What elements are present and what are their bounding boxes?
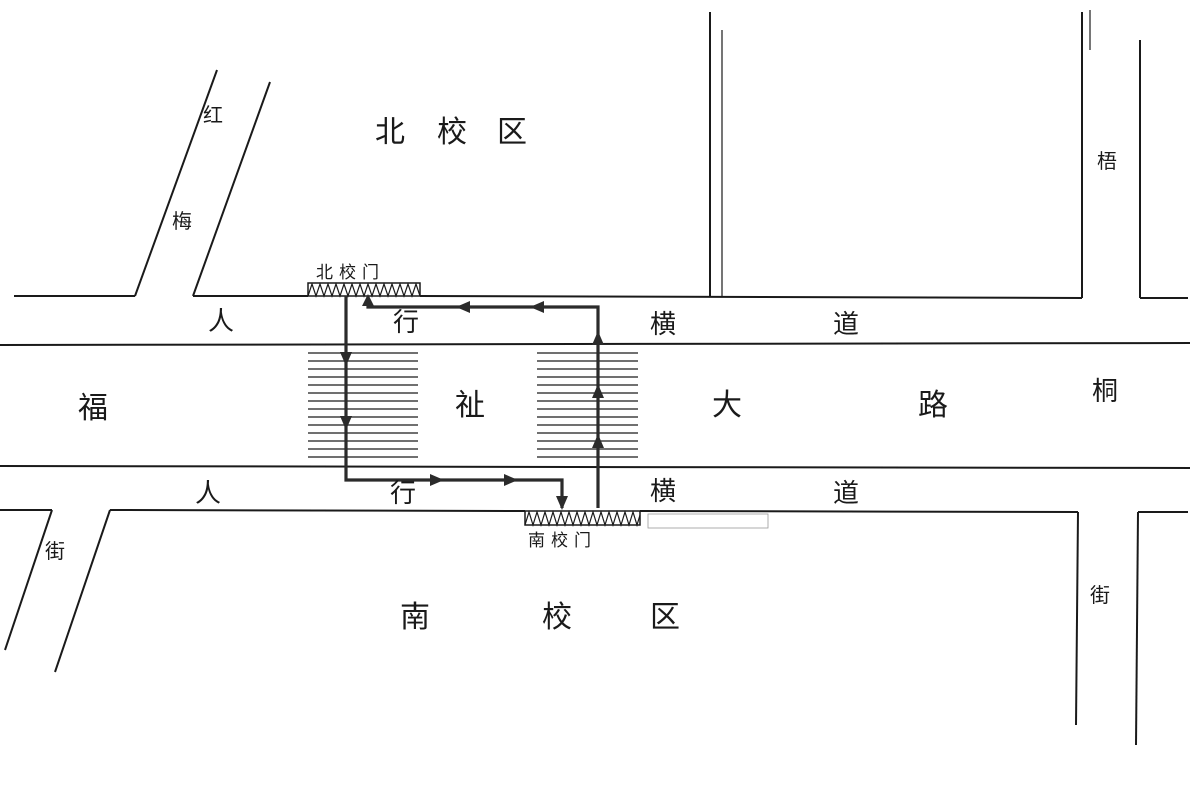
arrow-up-1 bbox=[592, 434, 604, 448]
north-sidewalk-char-4: 道 bbox=[833, 310, 859, 340]
route-arrows bbox=[340, 294, 604, 510]
south-sidewalk-char-3: 横 bbox=[650, 477, 676, 507]
south-sidewalk-char-4: 道 bbox=[833, 479, 859, 509]
north-sidewalk-char-3: 横 bbox=[650, 310, 676, 340]
hongmei-street-char-2: 梅 bbox=[172, 209, 192, 233]
south-sidewalk-char-1: 人 bbox=[195, 479, 221, 509]
arrow-down-2 bbox=[340, 416, 352, 430]
road-south-edge bbox=[0, 465, 1191, 469]
south-campus-char-2: 校 bbox=[542, 600, 572, 635]
faint-block bbox=[647, 513, 769, 529]
arrow-right-2 bbox=[504, 474, 518, 486]
right-street-char-1: 梧 bbox=[1097, 149, 1117, 173]
sidewalk-north-edge-right bbox=[419, 295, 1083, 299]
crosswalk-east bbox=[537, 352, 638, 458]
arrow-down-3 bbox=[556, 496, 568, 510]
arrow-left-2 bbox=[456, 301, 470, 313]
north-gate-label: 北校门 bbox=[316, 263, 385, 283]
crosswalk-west bbox=[308, 352, 418, 458]
main-road-char-3: 大 bbox=[712, 388, 742, 423]
hongmei-street-char-1: 红 bbox=[203, 103, 223, 127]
north-gate-symbol bbox=[307, 282, 421, 298]
left-street-west bbox=[4, 509, 53, 651]
north-sidewalk-char-2: 行 bbox=[393, 308, 419, 338]
left-street-east bbox=[54, 509, 111, 673]
arrow-up-2 bbox=[592, 384, 604, 398]
hongmei-street-west bbox=[134, 69, 218, 297]
sidewalk-south-edge-right bbox=[639, 510, 1079, 513]
sidewalk-south-edge-mid bbox=[109, 509, 526, 512]
north-campus-char-2: 校 bbox=[437, 115, 467, 150]
north-campus-char-3: 区 bbox=[497, 115, 527, 150]
main-road-char-5: 桐 bbox=[1092, 377, 1118, 407]
right-street-char-2: 街 bbox=[1090, 583, 1110, 607]
left-street-char: 街 bbox=[45, 539, 65, 563]
south-gate-label: 南校门 bbox=[528, 531, 597, 551]
arrow-up-3 bbox=[592, 331, 604, 345]
right-street-south-east bbox=[1135, 511, 1139, 746]
south-gate-symbol bbox=[524, 509, 641, 528]
main-road-char-1: 福 bbox=[78, 391, 108, 426]
south-sidewalk-char-2: 行 bbox=[390, 479, 416, 509]
main-road-char-2: 祉 bbox=[455, 388, 485, 423]
arrow-right-1 bbox=[430, 474, 444, 486]
arrow-up-4 bbox=[362, 294, 374, 306]
right-street-south-west bbox=[1075, 511, 1079, 726]
arrow-left-1 bbox=[530, 301, 544, 313]
south-campus-char-1: 南 bbox=[400, 600, 430, 635]
north-campus-char-1: 北 bbox=[375, 115, 405, 150]
south-campus-char-3: 区 bbox=[650, 600, 680, 635]
route-segment-west-south bbox=[344, 296, 564, 508]
main-road-char-4: 路 bbox=[918, 388, 948, 423]
arrow-down-1 bbox=[340, 352, 352, 366]
hongmei-street-east bbox=[192, 81, 271, 297]
north-sidewalk-char-1: 人 bbox=[208, 307, 234, 337]
